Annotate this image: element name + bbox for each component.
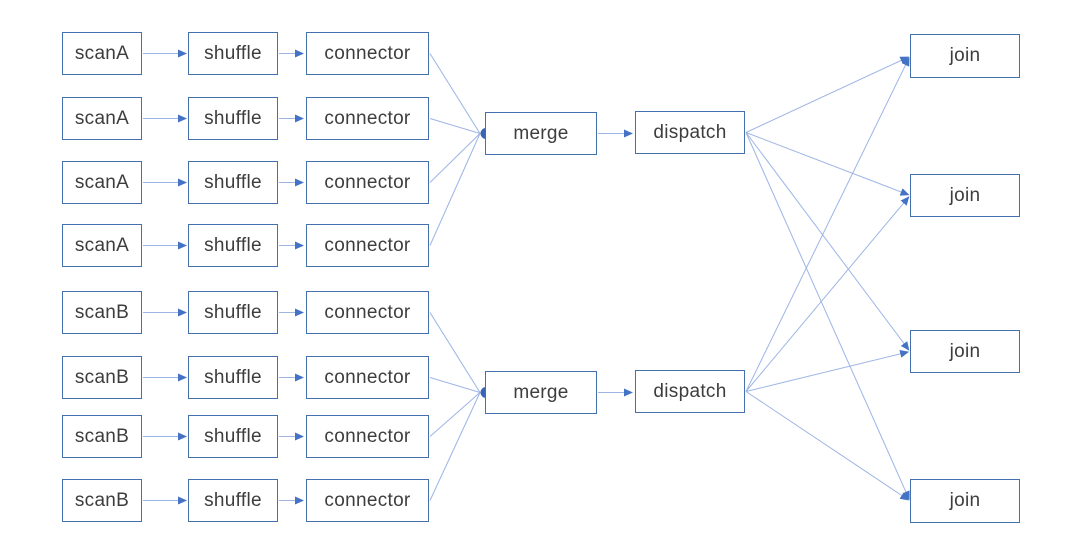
- merge-junction-dots: [480, 128, 492, 398]
- node-scanA-4: scanA: [62, 224, 142, 267]
- node-join-4: join: [910, 479, 1020, 523]
- node-connector-4: connector: [306, 224, 429, 267]
- node-shuffle-6: shuffle: [188, 356, 278, 399]
- node-connector-3: connector: [306, 161, 429, 204]
- node-connector-2: connector: [306, 97, 429, 140]
- scan-to-shuffle-edges: [143, 49, 187, 505]
- node-scanA-2: scanA: [62, 97, 142, 140]
- node-shuffle-4: shuffle: [188, 224, 278, 267]
- node-join-2: join: [910, 174, 1020, 217]
- connector-to-merge-edges: [429, 53, 481, 501]
- shuffle-to-connector-edges: [279, 49, 304, 505]
- node-connector-8: connector: [306, 479, 429, 522]
- node-scanB-2: scanB: [62, 356, 142, 399]
- node-merge-2: merge: [485, 371, 597, 414]
- node-scanA-3: scanA: [62, 161, 142, 204]
- node-scanB-3: scanB: [62, 415, 142, 458]
- node-scanB-1: scanB: [62, 291, 142, 334]
- node-connector-5: connector: [306, 291, 429, 334]
- node-shuffle-2: shuffle: [188, 97, 278, 140]
- node-merge-1: merge: [485, 112, 597, 155]
- node-dispatch-2: dispatch: [635, 370, 745, 413]
- node-join-1: join: [910, 34, 1020, 78]
- node-shuffle-1: shuffle: [188, 32, 278, 75]
- node-connector-1: connector: [306, 32, 429, 75]
- node-dispatch-1: dispatch: [635, 111, 745, 154]
- node-shuffle-8: shuffle: [188, 479, 278, 522]
- node-connector-6: connector: [306, 356, 429, 399]
- node-scanA-1: scanA: [62, 32, 142, 75]
- node-connector-7: connector: [306, 415, 429, 458]
- dispatch-to-join-edges: [745, 56, 910, 501]
- node-shuffle-7: shuffle: [188, 415, 278, 458]
- node-scanB-4: scanB: [62, 479, 142, 522]
- node-shuffle-5: shuffle: [188, 291, 278, 334]
- node-join-3: join: [910, 330, 1020, 373]
- node-shuffle-3: shuffle: [188, 161, 278, 204]
- merge-to-dispatch-edges: [598, 129, 633, 397]
